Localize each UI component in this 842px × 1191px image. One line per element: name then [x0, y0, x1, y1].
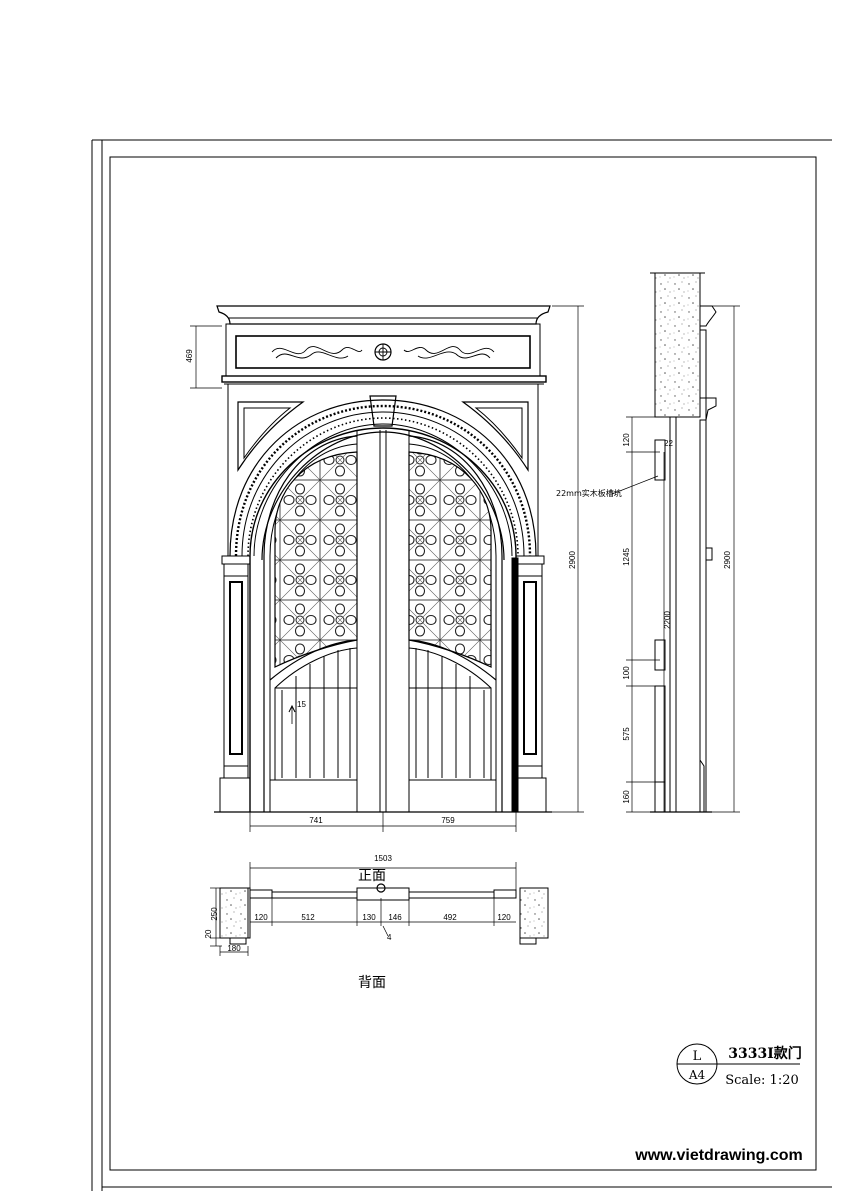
section-dim-22: 22: [664, 439, 673, 448]
plan-dim-20: 20: [204, 929, 213, 938]
dim-leaf-left: 741: [309, 816, 323, 825]
right-pilaster: [511, 555, 547, 813]
plan-dim-4: 4: [387, 933, 392, 942]
plan-dim-492: 492: [443, 913, 457, 922]
dim-total-height: 2900: [568, 551, 577, 569]
drawing-scale: Scale: 1:20: [725, 1073, 799, 1088]
drawing-title: 3333I款门: [728, 1045, 802, 1062]
section-note: 22mm实木板槽坑: [556, 488, 622, 498]
plan-dim-180: 180: [227, 944, 241, 953]
section-dim-575: 575: [622, 727, 631, 741]
plan-label-back: 背面: [358, 975, 386, 991]
plan-view: [210, 862, 549, 956]
dim-transom-height: 469: [185, 349, 194, 363]
section-dim-total-height: 2900: [723, 551, 732, 569]
vertical-section: [611, 272, 740, 813]
watermark: www.vietdrawing.com: [634, 1147, 802, 1164]
section-dim-100: 100: [622, 666, 631, 680]
dim-bead: 15: [297, 700, 306, 709]
plan-dim-130: 130: [362, 913, 376, 922]
plan-dim-120-right: 120: [497, 913, 511, 922]
dim-leaf-right: 759: [441, 816, 455, 825]
plan-dim-120-left: 120: [254, 913, 268, 922]
plan-dim-250: 250: [210, 907, 219, 921]
sheet-code-bottom: A4: [688, 1068, 706, 1082]
frieze-carving: [271, 343, 495, 361]
front-elevation: [214, 305, 552, 813]
plan-dim-total: 1503: [374, 854, 392, 863]
title-block: [676, 1043, 800, 1085]
front-dimensions: [190, 305, 584, 832]
sheet-frame: [91, 139, 832, 1191]
sheet-code-top: L: [693, 1049, 702, 1064]
section-dim-2200: 2200: [663, 611, 672, 629]
plan-dim-146: 146: [388, 913, 402, 922]
plan-dim-512: 512: [301, 913, 315, 922]
section-dim-1245: 1245: [622, 548, 631, 566]
left-pilaster: [219, 555, 251, 813]
section-dim-top: 120: [622, 433, 631, 447]
plan-label-front: 正面: [358, 868, 386, 884]
section-dim-160: 160: [622, 790, 631, 804]
